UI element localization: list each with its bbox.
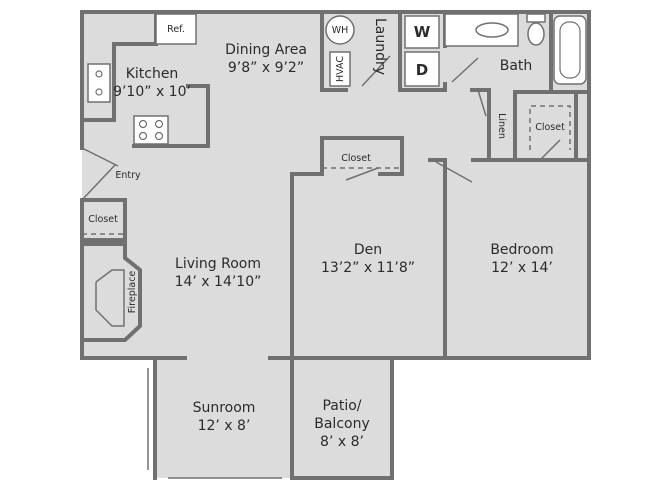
water-heater-icon xyxy=(325,15,355,45)
dryer-icon xyxy=(404,51,440,87)
fixture-labels: Ref. WH HVAC W D Linen Closet Closet Clo… xyxy=(88,23,565,313)
interior-walls xyxy=(80,10,591,480)
refrigerator xyxy=(155,13,197,45)
living-room-name: Living Room xyxy=(175,256,261,272)
washer-label: W xyxy=(414,23,431,41)
dining-area-name: Dining Area xyxy=(225,42,307,58)
kitchen-dims: 9’10” x 10’ xyxy=(113,84,191,100)
patio-dims: 8’ x 8’ xyxy=(320,434,364,450)
laundry-name: Laundry xyxy=(372,18,388,75)
den-name: Den xyxy=(354,242,382,258)
fireplace-label: Fireplace xyxy=(127,271,138,314)
sink-icon xyxy=(87,63,111,103)
stove-icon xyxy=(133,115,169,145)
living-room-dims: 14’ x 14’10” xyxy=(175,274,262,290)
hvac-label: HVAC xyxy=(335,56,346,82)
bath-name: Bath xyxy=(500,58,533,74)
closet-outlines xyxy=(82,105,571,235)
bath-closet-label: Closet xyxy=(535,122,565,133)
bedroom-name: Bedroom xyxy=(490,242,553,258)
dining-area-dims: 9’8” x 9’2” xyxy=(228,60,304,76)
bedroom-dims: 12’ x 14’ xyxy=(491,260,553,276)
doors xyxy=(81,55,561,479)
den-closet-label: Closet xyxy=(341,153,371,164)
hvac-unit xyxy=(329,51,351,87)
room-labels: Dining Area 9’8” x 9’2” Kitchen 9’10” x … xyxy=(113,18,554,450)
patio-name-line2: Balcony xyxy=(314,416,370,432)
linen-label: Linen xyxy=(496,113,507,139)
sunroom-dims: 12’ x 8’ xyxy=(198,418,251,434)
den-dims: 13’2” x 11’8” xyxy=(321,260,415,276)
dryer-label: D xyxy=(416,61,428,79)
entry-label: Entry xyxy=(115,170,141,181)
bath-fixtures xyxy=(444,13,587,85)
ref-label: Ref. xyxy=(167,24,185,35)
washer-icon xyxy=(404,15,440,49)
wh-label: WH xyxy=(332,25,349,36)
sunroom-name: Sunroom xyxy=(193,400,256,416)
patio-name-line1: Patio/ xyxy=(322,398,361,414)
kitchen-name: Kitchen xyxy=(126,66,179,82)
entry-closet-label: Closet xyxy=(88,214,118,225)
appliances xyxy=(87,13,587,145)
